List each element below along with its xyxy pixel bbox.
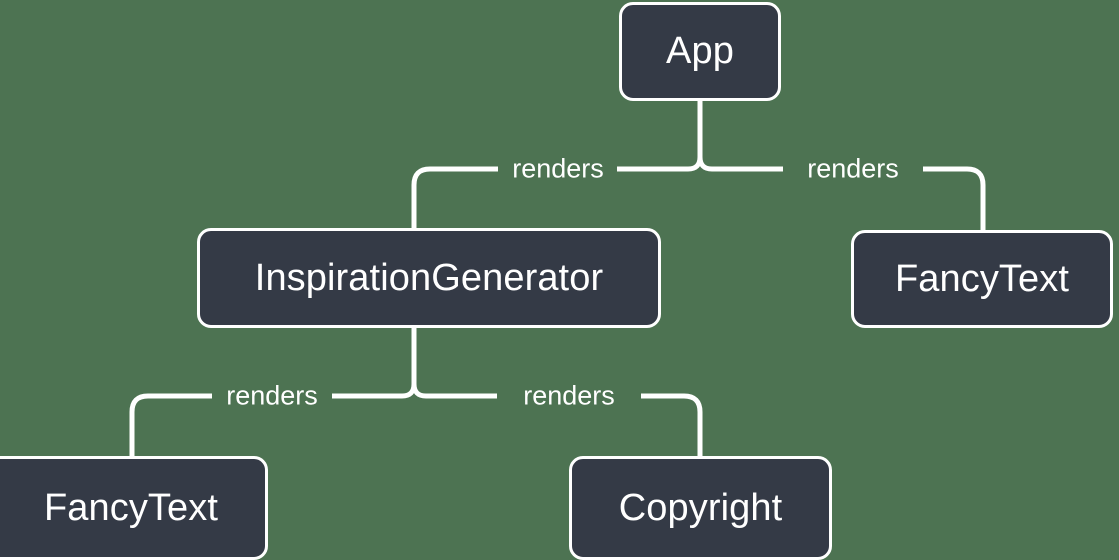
edge-ig-junction-right [411,383,427,399]
node-copyright[interactable]: Copyright [569,456,832,560]
edge-app-junction-right [697,156,713,172]
edge-label-app-to-inspiration-generator: renders [512,153,604,184]
node-inspiration-generator-label: InspirationGenerator [254,256,604,299]
node-fancytext-bottom-left-label: FancyText [43,486,219,529]
node-copyright-label: Copyright [618,486,783,529]
edge-label-app-to-fancytext: renders [807,153,899,184]
node-fancytext-right-label: FancyText [894,257,1070,300]
node-inspiration-generator[interactable]: InspirationGenerator [197,228,661,328]
node-app[interactable]: App [619,2,781,101]
edge-app-to-fancytext-elbow [966,166,986,230]
edge-label-inspiration-generator-to-fancytext: renders [226,380,318,411]
edge-ig-to-fancytext-elbow [129,393,149,456]
node-fancytext-bottom-left[interactable]: FancyText [0,456,268,560]
node-fancytext-right[interactable]: FancyText [851,230,1113,328]
edge-ig-to-copyright-elbow [683,393,703,456]
edge-app-to-ig-elbow [411,166,431,228]
node-app-label: App [666,30,734,72]
edge-label-inspiration-generator-to-copyright: renders [523,380,615,411]
